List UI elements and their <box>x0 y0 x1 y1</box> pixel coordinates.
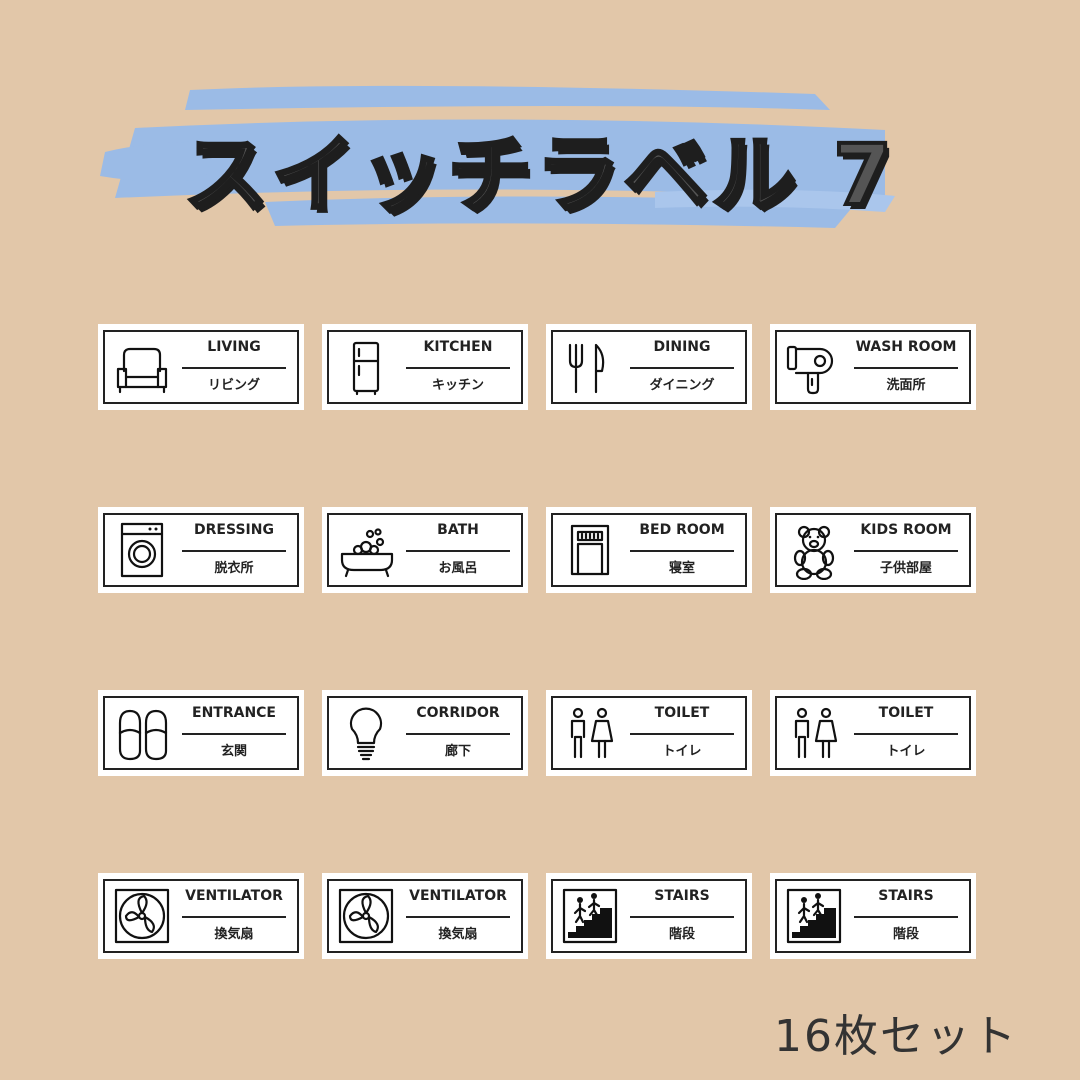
label-divider <box>182 733 286 735</box>
label-frame <box>103 696 299 770</box>
fan-icon <box>338 888 394 944</box>
fork-knife-icon <box>568 343 605 394</box>
label-japanese: 洗面所 <box>886 378 926 393</box>
label-frame <box>327 696 523 770</box>
label-english: TOILET <box>654 705 710 721</box>
slippers-icon <box>118 709 168 761</box>
label-frame <box>327 513 523 587</box>
label-english: STAIRS <box>654 888 710 904</box>
switch-label: STAIRS 階段 <box>546 873 752 959</box>
label-divider <box>406 916 510 918</box>
label-english: CORRIDOR <box>416 705 500 721</box>
label-japanese: 廊下 <box>444 744 471 759</box>
washing-machine-icon <box>120 522 164 578</box>
label-japanese: 子供部屋 <box>879 561 932 576</box>
label-english: WASH ROOM <box>855 339 957 355</box>
label-frame <box>775 330 971 404</box>
label-english: STAIRS <box>878 888 934 904</box>
switch-label: VENTILATOR 換気扇 <box>98 873 304 959</box>
label-divider <box>406 367 510 369</box>
brush-stroke-banner <box>100 85 895 228</box>
label-frame <box>775 879 971 953</box>
switch-label: DINING ダイニング <box>546 324 752 410</box>
label-divider <box>182 367 286 369</box>
label-divider <box>630 733 734 735</box>
label-english: DINING <box>653 339 711 355</box>
switch-label: TOILET トイレ <box>770 690 976 776</box>
switch-label: ENTRANCE 玄関 <box>98 690 304 776</box>
label-english: VENTILATOR <box>185 888 283 904</box>
teddy-bear-icon <box>793 525 835 580</box>
sofa-icon <box>116 347 168 394</box>
label-divider <box>854 367 958 369</box>
switch-label: VENTILATOR 換気扇 <box>322 873 528 959</box>
label-japanese: お風呂 <box>438 561 478 576</box>
light-bulb-icon <box>349 707 383 761</box>
label-english: DRESSING <box>194 522 274 538</box>
switch-label: BED ROOM 寝室 <box>546 507 752 593</box>
label-divider <box>854 733 958 735</box>
label-japanese: 階段 <box>668 927 695 942</box>
label-frame <box>103 330 299 404</box>
bed-icon <box>570 524 610 576</box>
label-english: TOILET <box>878 705 934 721</box>
switch-label: STAIRS 階段 <box>770 873 976 959</box>
switch-label: KITCHEN キッチン <box>322 324 528 410</box>
label-english: ENTRANCE <box>192 705 276 721</box>
label-frame <box>103 879 299 953</box>
label-divider <box>854 916 958 918</box>
label-frame <box>551 696 747 770</box>
stairs-icon <box>786 888 842 944</box>
label-japanese: ダイニング <box>649 378 715 393</box>
label-japanese: 脱衣所 <box>214 561 254 576</box>
label-japanese: キッチン <box>431 378 484 393</box>
switch-label: DRESSING 脱衣所 <box>98 507 304 593</box>
set-count-caption: 16枚セット <box>774 1011 1018 1062</box>
stairs-icon <box>562 888 618 944</box>
label-english: VENTILATOR <box>409 888 507 904</box>
label-divider <box>854 550 958 552</box>
label-frame <box>103 513 299 587</box>
label-english: BATH <box>437 522 479 538</box>
label-frame <box>327 330 523 404</box>
switch-label: CORRIDOR 廊下 <box>322 690 528 776</box>
fan-icon <box>114 888 170 944</box>
label-english: LIVING <box>207 339 261 355</box>
label-japanese: 換気扇 <box>438 927 478 942</box>
label-divider <box>630 916 734 918</box>
switch-label: TOILET トイレ <box>546 690 752 776</box>
label-english: KIDS ROOM <box>860 522 952 538</box>
hair-dryer-icon <box>786 345 834 395</box>
restroom-icon <box>794 707 838 759</box>
fridge-icon <box>352 341 380 396</box>
switch-label: KIDS ROOM 子供部屋 <box>770 507 976 593</box>
switch-label: LIVING リビング <box>98 324 304 410</box>
label-japanese: トイレ <box>886 744 926 759</box>
label-frame <box>775 513 971 587</box>
label-frame <box>551 879 747 953</box>
switch-label: BATH お風呂 <box>322 507 528 593</box>
label-japanese: 階段 <box>892 927 919 942</box>
bathtub-icon <box>340 528 394 578</box>
label-japanese: リビング <box>207 378 260 393</box>
label-english: BED ROOM <box>639 522 725 538</box>
label-japanese: 換気扇 <box>214 927 254 942</box>
label-japanese: トイレ <box>662 744 702 759</box>
label-divider <box>406 550 510 552</box>
label-divider <box>182 916 286 918</box>
switch-label: WASH ROOM 洗面所 <box>770 324 976 410</box>
label-divider <box>630 367 734 369</box>
label-divider <box>406 733 510 735</box>
label-frame <box>775 696 971 770</box>
label-english: KITCHEN <box>423 339 493 355</box>
label-frame <box>327 879 523 953</box>
label-frame <box>551 513 747 587</box>
label-frame <box>551 330 747 404</box>
label-japanese: 玄関 <box>220 744 247 759</box>
label-japanese: 寝室 <box>668 561 695 576</box>
page-title: スイッチラベル 7 <box>182 124 896 226</box>
restroom-icon <box>570 707 614 759</box>
label-divider <box>182 550 286 552</box>
label-divider <box>630 550 734 552</box>
